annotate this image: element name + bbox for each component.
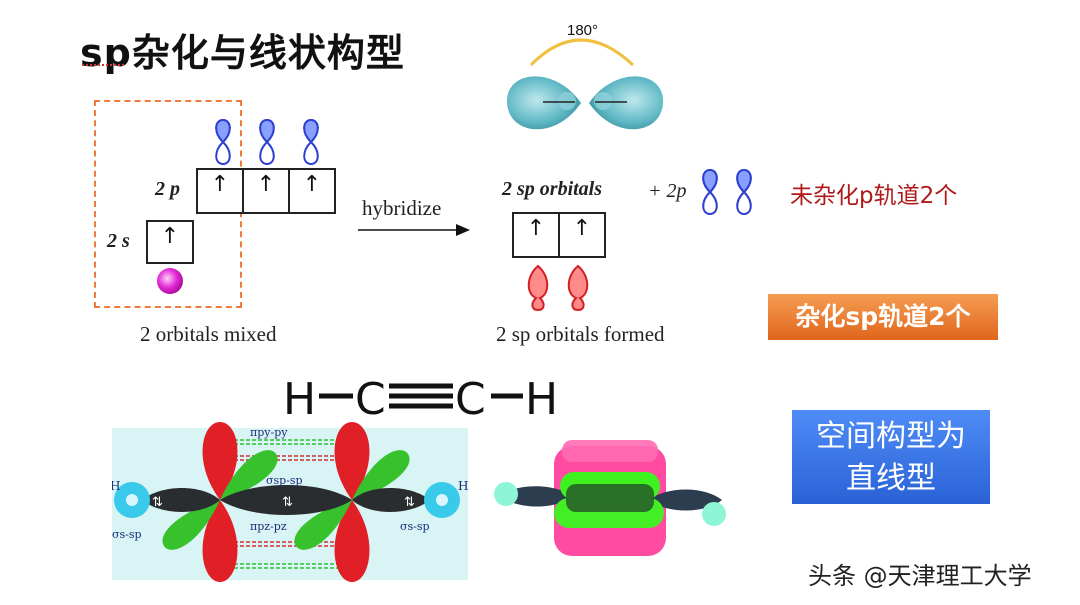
orbital-box-2s: ↑	[146, 220, 194, 264]
unhybridized-p-orbital-icons	[702, 168, 752, 216]
orbital-box-2p-1: ↑	[196, 168, 244, 214]
label-sigma-s-sp-right: σs-sp	[400, 520, 430, 533]
spellcheck-underline	[82, 64, 124, 66]
orbital-box-sp-1: ↑	[512, 212, 560, 258]
mixed-caption: 2 orbitals mixed	[140, 322, 277, 346]
electron-up-arrow: ↑	[572, 216, 592, 241]
hybridize-arrow	[358, 224, 470, 236]
electron-pair-left: ⇅	[152, 495, 163, 510]
acetylene-formula: H C C H	[283, 374, 558, 425]
label-h-right: H	[458, 479, 468, 493]
formula-c-left: C	[355, 374, 386, 425]
unhybridized-note: 未杂化p轨道2个	[790, 183, 958, 209]
watermark: 头条 @天津理工大学	[808, 562, 1032, 590]
geometry-note-line1: 空间构型为	[816, 419, 966, 454]
label-sigma-sp-sp: σsp-sp	[266, 474, 303, 487]
orbital-box-sp-2: ↑	[558, 212, 606, 258]
formed-caption: 2 sp orbitals formed	[496, 322, 665, 347]
geometry-note-box: 空间构型为 直线型	[792, 410, 990, 504]
label-sigma-s-sp-left: σs-sp	[112, 528, 142, 541]
label-h-left: H	[112, 479, 120, 493]
electron-up-arrow: ↑	[526, 216, 546, 241]
hybridize-label: hybridize	[362, 196, 442, 220]
label-pi-top: πpy-py	[250, 426, 288, 439]
formed-caption-text: 2 sp orbitals formed	[496, 322, 665, 346]
electron-pair-right: ⇅	[404, 495, 415, 510]
sp-orbitals-label: 2 sp orbitals	[502, 178, 602, 201]
acetylene-bond-diagram: πpy-py σsp-sp πpz-pz σs-sp σs-sp H H ⇅ ⇅…	[112, 422, 468, 582]
electron-pair-middle: ⇅	[282, 495, 293, 510]
label-2p: 2 p	[155, 178, 180, 200]
linear-sp-orbitals-illustration: 180°	[506, 22, 664, 130]
formula-h-left: H	[283, 374, 316, 425]
sp-lobe-left	[506, 76, 581, 130]
angle-label: 180°	[567, 22, 598, 39]
label-pi-bottom: πpz-pz	[250, 520, 287, 533]
s-orbital-icon	[157, 268, 183, 294]
electron-up-arrow: ↑	[302, 172, 322, 197]
orbital-box-2p-3: ↑	[288, 168, 336, 214]
slide-title: sp杂化与线状构型	[80, 31, 405, 75]
sp-orbital-icons	[527, 264, 589, 312]
hybrid-note-box: 杂化sp轨道2个	[768, 294, 998, 340]
orbital-box-2p-2: ↑	[242, 168, 290, 214]
electron-up-arrow: ↑	[256, 172, 276, 197]
formula-c-right: C	[455, 374, 486, 425]
sp-orbitals-text: 2 sp orbitals	[502, 178, 603, 200]
angle-arc	[529, 38, 635, 67]
p-orbital-icons	[215, 118, 319, 166]
formula-h-right: H	[525, 374, 558, 425]
geometry-note-line2: 直线型	[846, 461, 936, 496]
electron-up-arrow: ↑	[210, 172, 230, 197]
plus-2p-label: + 2p	[648, 180, 687, 202]
electron-up-arrow: ↑	[160, 224, 180, 249]
sp-lobe-right	[589, 76, 664, 130]
label-2s: 2 s	[107, 230, 130, 252]
acetylene-3d-orbitals	[494, 440, 726, 556]
